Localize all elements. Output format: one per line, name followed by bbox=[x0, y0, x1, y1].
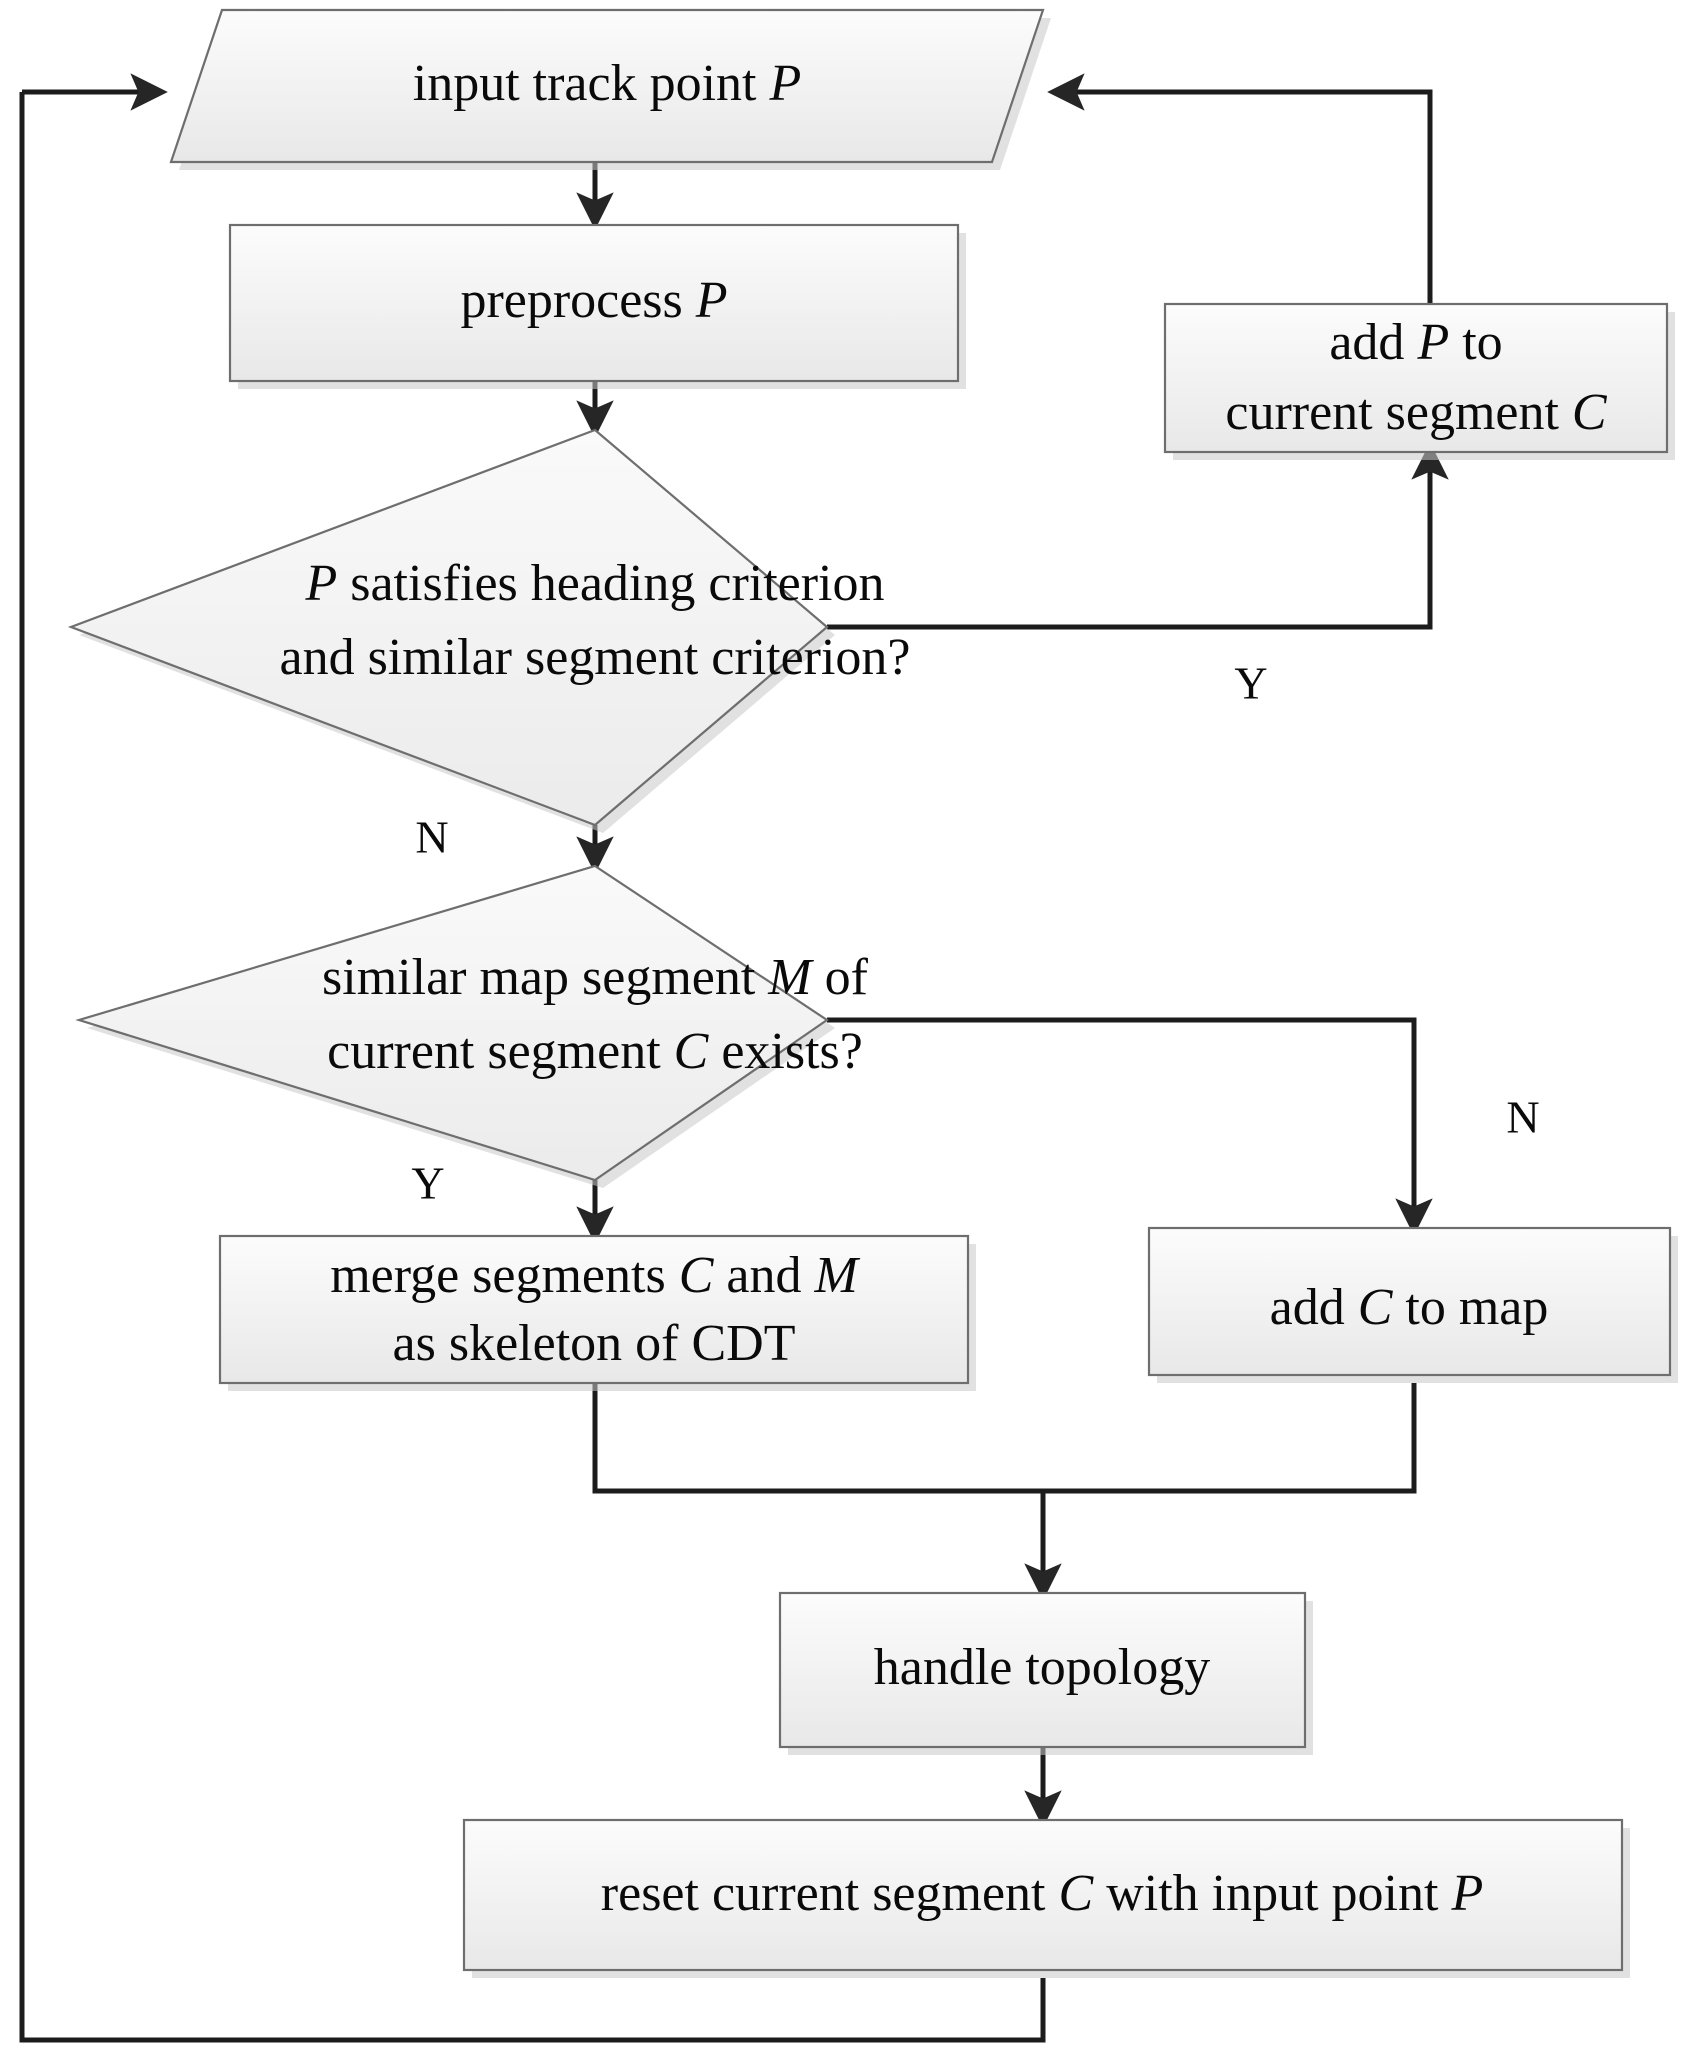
node-heading-criterion-line1: P satisfies heading criterion bbox=[304, 555, 884, 612]
node-reset-current-segment[interactable]: reset current segment C with input point… bbox=[462, 1818, 1630, 1978]
edge-heading-yes-to-add-p bbox=[827, 442, 1449, 630]
node-input-track-point-label: input track point P bbox=[413, 55, 801, 112]
node-merge-segments-line2: as skeleton of CDT bbox=[393, 1315, 796, 1372]
node-similar-map-segment-line1: similar map segment M of bbox=[322, 949, 869, 1006]
node-add-p-line1: add P to bbox=[1329, 314, 1502, 371]
edge-join-to-handle-topology bbox=[592, 1383, 1417, 1601]
node-similar-map-segment-decision[interactable]: similar map segment M of current segment… bbox=[75, 864, 869, 1188]
node-preprocess[interactable]: preprocess P bbox=[228, 223, 966, 389]
node-add-p-to-current-segment[interactable]: add P to current segment C bbox=[1163, 302, 1675, 460]
edge-label-heading-yes: Y bbox=[1234, 658, 1267, 709]
node-handle-topology[interactable]: handle topology bbox=[778, 1591, 1313, 1755]
node-reset-current-segment-label: reset current segment C with input point… bbox=[601, 1865, 1483, 1922]
node-preprocess-label: preprocess P bbox=[460, 272, 727, 329]
edge-label-heading-no: N bbox=[415, 812, 448, 863]
node-heading-criterion-decision[interactable]: P satisfies heading criterion and simila… bbox=[67, 428, 911, 833]
node-add-c-to-map-label: add C to map bbox=[1270, 1279, 1549, 1336]
node-merge-segments-line1: merge segments C and M bbox=[330, 1247, 860, 1304]
node-input-track-point[interactable]: input track point P bbox=[169, 8, 1051, 170]
edge-similar-no-to-add-c bbox=[827, 1017, 1433, 1236]
edge-label-similar-yes: Y bbox=[411, 1158, 444, 1209]
node-merge-segments[interactable]: merge segments C and M as skeleton of CD… bbox=[218, 1234, 976, 1391]
edge-label-similar-no: N bbox=[1506, 1092, 1539, 1143]
edge-add-p-to-input bbox=[1047, 73, 1433, 304]
node-similar-map-segment-line2: current segment C exists? bbox=[327, 1023, 863, 1080]
node-add-p-line2: current segment C bbox=[1225, 384, 1608, 441]
node-handle-topology-label: handle topology bbox=[874, 1639, 1211, 1696]
node-heading-criterion-line2: and similar segment criterion? bbox=[279, 629, 910, 686]
edge-reset-to-input bbox=[19, 73, 1046, 2043]
node-add-c-to-map[interactable]: add C to map bbox=[1147, 1226, 1678, 1383]
